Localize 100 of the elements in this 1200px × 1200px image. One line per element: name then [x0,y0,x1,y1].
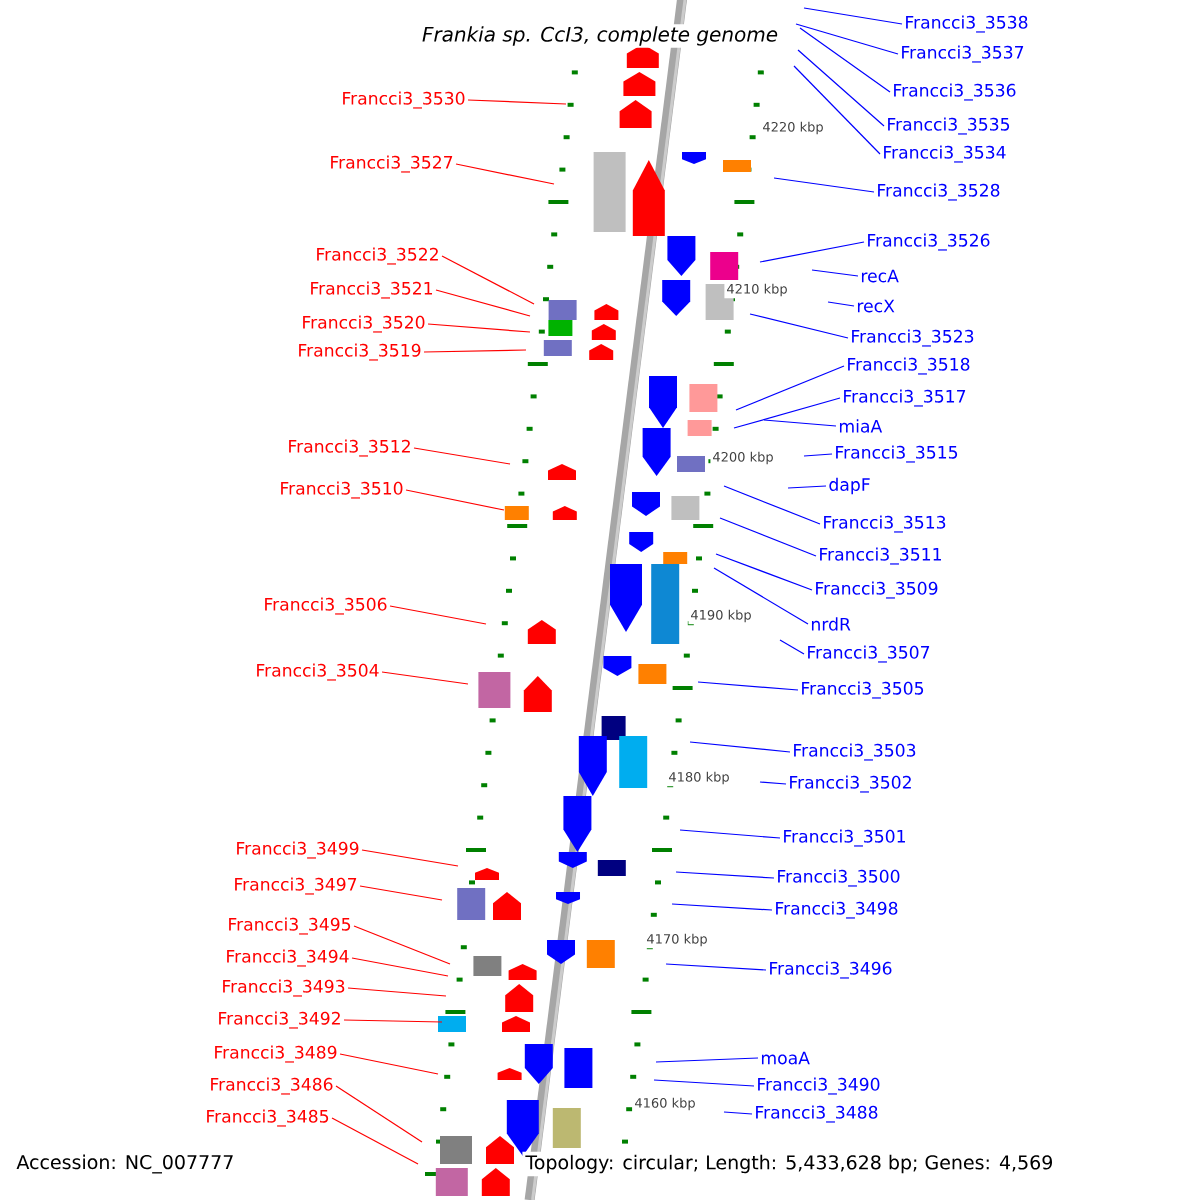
gene-label: Francci3_3527 [331,155,453,173]
leader-line [827,301,855,307]
title: Frankia sp. CcI3, complete genome [419,24,781,48]
gene-label: recA [862,269,899,283]
leader-line [455,163,555,185]
leader-line [655,1057,759,1063]
gene-label: Francci3_3492 [219,1011,340,1029]
leader-line [389,605,487,625]
gene-label: Francci3_3537 [902,45,1024,63]
leader-line [797,49,885,127]
leader-line [793,65,881,155]
gene-label: Francci3_3512 [289,439,410,457]
gene-label: Francci3_3518 [848,357,970,375]
leader-line [665,963,767,971]
gene-label: nrdR [812,617,851,631]
leader-line [723,485,821,525]
leader-line [361,849,459,867]
leader-line [735,365,845,411]
leader-line [715,553,813,591]
leader-line [811,269,859,277]
leader-line [413,447,511,465]
gene-label: dapF [829,477,870,495]
gene-label: Francci3_3493 [223,979,345,997]
gene-label: Francci3_3501 [784,829,905,847]
gene-label: Francci3_3498 [776,901,898,919]
leader-line [795,23,899,55]
leader-line [723,1111,753,1115]
leader-line [359,885,443,901]
gene-label: Francci3_3499 [237,841,359,859]
leader-line [671,903,773,911]
gene-label: Francci3_3496 [770,961,892,979]
leader-line [773,177,875,193]
gene-label: moaA [762,1051,810,1065]
leader-line [467,99,567,105]
gene-label: Francci3_3536 [894,83,1016,101]
gene-label: Francci3_3497 [235,877,357,895]
leader-line [799,27,891,93]
leader-line [689,741,791,753]
gene-label: Francci3_3522 [317,247,438,265]
gene-label: Francci3_3495 [229,917,351,935]
leader-line [733,397,841,429]
leader-line [423,349,527,353]
leader-line [427,323,531,333]
gene-label: Francci3_3513 [824,515,946,533]
gene-label: Francci3_3507 [808,645,930,663]
leader-line [787,485,827,489]
leader-line [713,567,809,625]
gene-label: Francci3_3511 [820,547,941,565]
leader-line [435,289,531,317]
gene-label: Francci3_3538 [906,15,1028,33]
gene-label: Francci3_3517 [844,389,966,407]
leader-line [347,987,447,997]
leader-line [749,313,849,339]
gene-label: Francci3_3503 [794,743,916,761]
leader-line [675,871,775,879]
gene-label: Francci3_3530 [343,91,465,109]
leader-line [343,1019,443,1023]
leader-line [803,7,903,25]
gene-label: Francci3_3510 [281,481,403,499]
leader-line [779,639,805,655]
gene-label: recX [858,299,895,313]
gene-label: Francci3_3534 [884,145,1006,163]
leader-line [653,1079,755,1087]
leader-line [697,681,799,691]
leader-line [719,517,817,557]
gene-label: Francci3_3509 [816,581,938,599]
gene-label: Francci3_3500 [778,869,900,887]
gene-label: Francci3_3486 [211,1077,333,1095]
gene-label: Francci3_3523 [852,329,974,347]
gene-label: Francci3_3504 [257,663,379,681]
leader-line [339,1053,439,1075]
leader-line [759,781,787,785]
gene-label: Francci3_3490 [758,1077,880,1095]
accession-note: Accession: NC_007777 [16,1154,233,1174]
genome-info-note: Topology: circular; Length: 5,433,628 bp; Genes: 4,569 [522,1151,1057,1177]
leader-line [353,925,451,965]
leader-line [679,829,781,839]
leader-line [405,489,505,511]
gene-label: Francci3_3505 [802,681,924,699]
leader-line [803,453,833,457]
gene-label: Francci3_3502 [790,775,911,793]
gene-label: Francci3_3489 [215,1045,337,1063]
leader-line [335,1085,423,1143]
gene-label: Francci3_3485 [207,1109,329,1127]
gene-label: Francci3_3521 [311,281,432,299]
gene-label: miaA [840,419,883,433]
leader-line [759,241,865,263]
leader-line [763,419,837,427]
gene-label: Francci3_3528 [878,183,1000,201]
gene-label: Francci3_3520 [303,315,425,333]
gene-label: Francci3_3488 [756,1105,878,1123]
gene-label: Francci3_3526 [868,233,990,251]
gene-label: Francci3_3535 [888,117,1010,135]
gene-label: Francci3_3506 [265,597,387,615]
gene-label: Francci3_3519 [299,343,421,361]
leader-line [441,255,535,305]
gene-label: Francci3_3515 [836,445,958,463]
leader-line [331,1117,419,1165]
gene-label: Francci3_3494 [227,949,349,967]
leader-line [351,957,449,977]
